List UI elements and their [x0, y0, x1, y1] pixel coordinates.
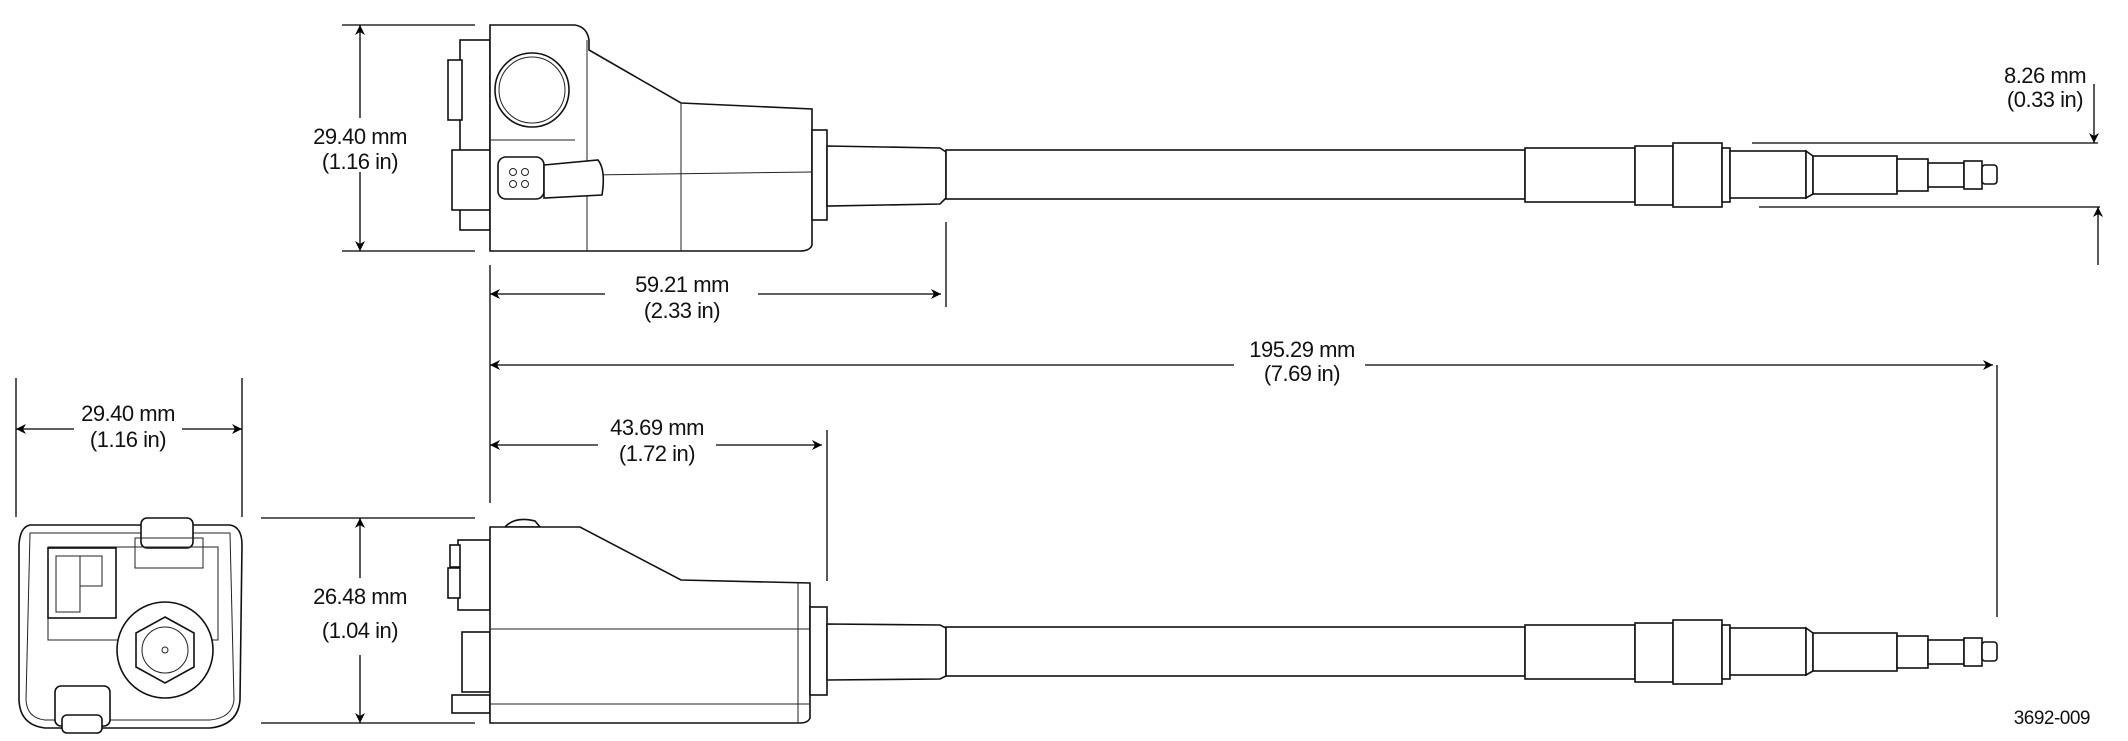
dimension-side-height: 26.48 mm (1.04 in) — [261, 517, 475, 724]
body-length-side-in: (1.72 in) — [619, 441, 695, 466]
figure-number: 3692-009 — [2014, 708, 2090, 729]
side-view-tip-assembly — [1524, 619, 1998, 685]
overall-length-mm: 195.29 mm — [1249, 337, 1355, 362]
top-view-cable-boot — [826, 145, 947, 207]
dimension-overall-length: 195.29 mm (7.69 in) — [490, 337, 1998, 617]
side-view-cable — [945, 626, 1526, 677]
side-view-strain-relief — [809, 606, 828, 696]
dimension-body-length-top: 59.21 mm (2.33 in) — [490, 222, 947, 323]
body-length-top-mm: 59.21 mm — [635, 272, 729, 297]
end-width-in: (1.16 in) — [90, 427, 166, 452]
top-height-mm: 29.40 mm — [313, 124, 407, 149]
end-view-probe — [18, 517, 243, 734]
top-height-in: (1.16 in) — [322, 149, 398, 174]
dimension-end-width: 29.40 mm (1.16 in) — [15, 378, 243, 517]
top-view-connector-pins — [447, 39, 491, 231]
tip-diameter-in: (0.33 in) — [2007, 87, 2083, 112]
dimension-top-height: 29.40 mm (1.16 in) — [313, 24, 475, 252]
side-view-cable-boot — [826, 623, 947, 681]
side-height-mm: 26.48 mm — [313, 584, 407, 609]
body-length-side-mm: 43.69 mm — [610, 415, 704, 440]
top-view-strain-relief — [811, 129, 828, 221]
overall-length-in: (7.69 in) — [1264, 361, 1340, 386]
top-view-button — [494, 52, 570, 128]
dimension-tip-diameter: 8.26 mm (0.33 in) — [1752, 63, 2103, 265]
tip-diameter-mm: 8.26 mm — [2004, 63, 2086, 88]
side-height-in: (1.04 in) — [322, 618, 398, 643]
top-view-probe — [447, 24, 1998, 252]
top-view-latch — [497, 156, 605, 200]
top-view-tip-assembly — [1524, 142, 1998, 208]
side-view-body — [489, 526, 811, 724]
side-view-probe — [447, 518, 1998, 724]
end-width-mm: 29.40 mm — [81, 401, 175, 426]
side-view-connector-pins — [447, 539, 491, 714]
dimension-body-length-side: 43.69 mm (1.72 in) — [490, 415, 828, 581]
top-view-cable — [945, 149, 1526, 200]
body-length-top-in: (2.33 in) — [644, 298, 720, 323]
